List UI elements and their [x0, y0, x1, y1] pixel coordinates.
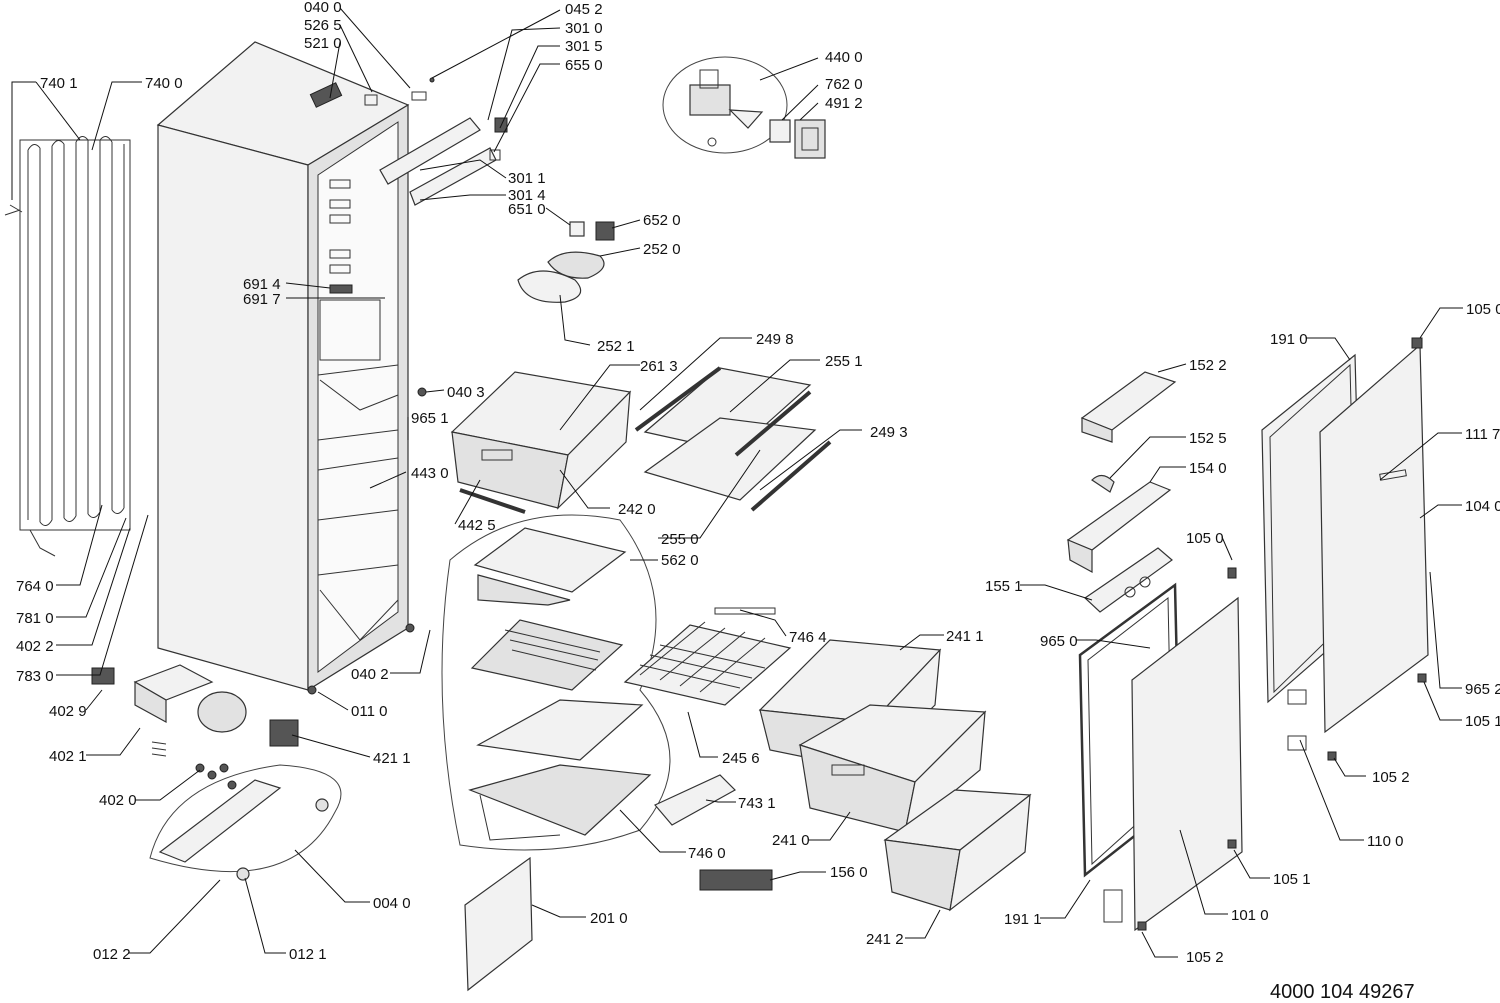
part-label: 249 8: [756, 331, 794, 348]
part-label: 252 1: [597, 338, 635, 355]
fridge-door: [1261, 337, 1429, 761]
lamp-assembly: [517, 221, 615, 303]
part-label: 965 2: [1465, 681, 1500, 698]
part-label: 156 0: [830, 864, 868, 881]
part-label: 442 5: [458, 517, 496, 534]
part-label: 241 0: [772, 832, 810, 849]
part-label: 762 0: [825, 76, 863, 93]
part-label: 101 0: [1231, 907, 1269, 924]
part-label: 740 0: [145, 75, 183, 92]
part-label: 521 0: [304, 35, 342, 52]
part-label: 252 0: [643, 241, 681, 258]
part-label: 783 0: [16, 668, 54, 685]
part-label: 191 1: [1004, 911, 1042, 928]
part-label: 651 0: [508, 201, 546, 218]
part-label: 655 0: [565, 57, 603, 74]
part-label: 040 3: [447, 384, 485, 401]
part-label: 154 0: [1189, 460, 1227, 477]
part-label: 965 0: [1040, 633, 1078, 650]
part-label: 105 2: [1186, 949, 1224, 966]
part-label: 746 0: [688, 845, 726, 862]
part-label: 242 0: [618, 501, 656, 518]
glass-shelves: [634, 366, 832, 512]
part-label: 004 0: [373, 895, 411, 912]
part-label: 105 1: [1465, 713, 1500, 730]
part-label: 301 1: [508, 170, 546, 187]
part-label: 011 0: [351, 703, 387, 720]
part-label: 104 0: [1465, 498, 1500, 515]
part-label: 045 2: [565, 1, 603, 18]
fridge-drawer: [417, 371, 632, 514]
part-label: 105 0: [1186, 530, 1224, 547]
part-label: 111 7: [1465, 426, 1500, 443]
part-label: 402 9: [49, 703, 87, 720]
part-label: 105 0: [1466, 301, 1500, 318]
part-label: 781 0: [16, 610, 54, 627]
document-number: 4000 104 49267: [1270, 981, 1415, 1003]
control-panel: [379, 77, 508, 206]
part-label: 152 5: [1189, 430, 1227, 447]
part-label: 691 7: [243, 291, 281, 308]
part-label: 255 1: [825, 353, 863, 370]
part-label: 301 4: [508, 187, 546, 204]
part-label: 201 0: [590, 910, 628, 927]
back-cover: [464, 856, 533, 992]
part-label: 652 0: [643, 212, 681, 229]
part-label: 245 6: [722, 750, 760, 767]
part-label: 105 2: [1372, 769, 1410, 786]
part-label: 040 0: [304, 0, 342, 16]
part-label: 764 0: [16, 578, 54, 595]
part-label: 443 0: [411, 465, 449, 482]
part-label: 965 1: [411, 410, 449, 427]
part-label: 012 1: [289, 946, 327, 963]
part-label: 110 0: [1367, 833, 1403, 850]
wire-shelf: [623, 607, 792, 706]
part-label: 746 4: [789, 629, 827, 646]
part-label: 241 2: [866, 931, 904, 948]
fan-motor-assembly: [662, 56, 826, 159]
part-label: 241 1: [946, 628, 984, 645]
part-label: 526 5: [304, 17, 342, 34]
part-label: 491 2: [825, 95, 863, 112]
part-label: 155 1: [985, 578, 1023, 595]
part-label: 191 0: [1270, 331, 1308, 348]
part-label: 562 0: [661, 552, 699, 569]
part-label: 105 1: [1273, 871, 1311, 888]
part-label: 743 1: [738, 795, 776, 812]
refrigerator-cabinet: [156, 41, 415, 695]
part-labels: 040 0 526 5 521 0 045 2 301 0 301 5 655 …: [16, 0, 1500, 966]
evaporator-group: [441, 514, 736, 851]
part-label: 402 0: [99, 792, 137, 809]
door-shelves: [1066, 371, 1177, 613]
leader-lines: [11, 7, 1463, 958]
condenser-coil: [4, 136, 131, 557]
compressor-assembly: [91, 664, 342, 881]
part-label: 691 4: [243, 276, 281, 293]
part-label: 402 1: [49, 748, 87, 765]
part-label: 152 2: [1189, 357, 1227, 374]
part-label: 255 0: [661, 531, 699, 548]
part-label: 012 2: [93, 946, 131, 963]
part-label: 249 3: [870, 424, 908, 441]
part-label: 440 0: [825, 49, 863, 66]
part-label: 301 0: [565, 20, 603, 37]
freezer-drawers: [699, 639, 1032, 912]
part-label: 421 1: [373, 750, 411, 767]
part-label: 261 3: [640, 358, 678, 375]
freezer-door: [1078, 567, 1243, 932]
part-label: 301 5: [565, 38, 603, 55]
part-label: 402 2: [16, 638, 54, 655]
part-label: 740 1: [40, 75, 78, 92]
part-label: 040 2: [351, 666, 389, 683]
